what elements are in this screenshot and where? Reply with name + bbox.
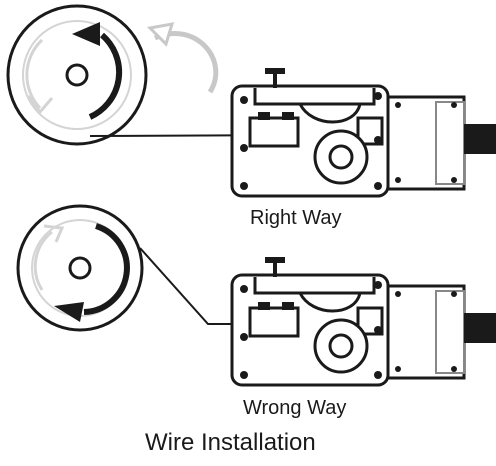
right-way-diagram: [6, 4, 496, 198]
feed-motor-wrong: [386, 284, 496, 380]
counterclockwise-arrow-icon: [83, 223, 130, 315]
diagram-title: Wire Installation: [145, 429, 316, 456]
wrong-way-label: Wrong Way: [243, 397, 347, 419]
wire-spool-wrong: [16, 204, 144, 332]
wire-spool-right: [6, 4, 148, 146]
wire-feeder-right: [230, 68, 390, 198]
feed-motor-right: [386, 95, 496, 191]
right-way-label: Right Way: [250, 207, 342, 229]
faded-rotation-arrow-icon: [146, 22, 219, 94]
clockwise-arrow-icon: [88, 32, 123, 120]
wire-feeder-wrong: [230, 257, 390, 387]
wrong-way-diagram: [16, 204, 496, 387]
